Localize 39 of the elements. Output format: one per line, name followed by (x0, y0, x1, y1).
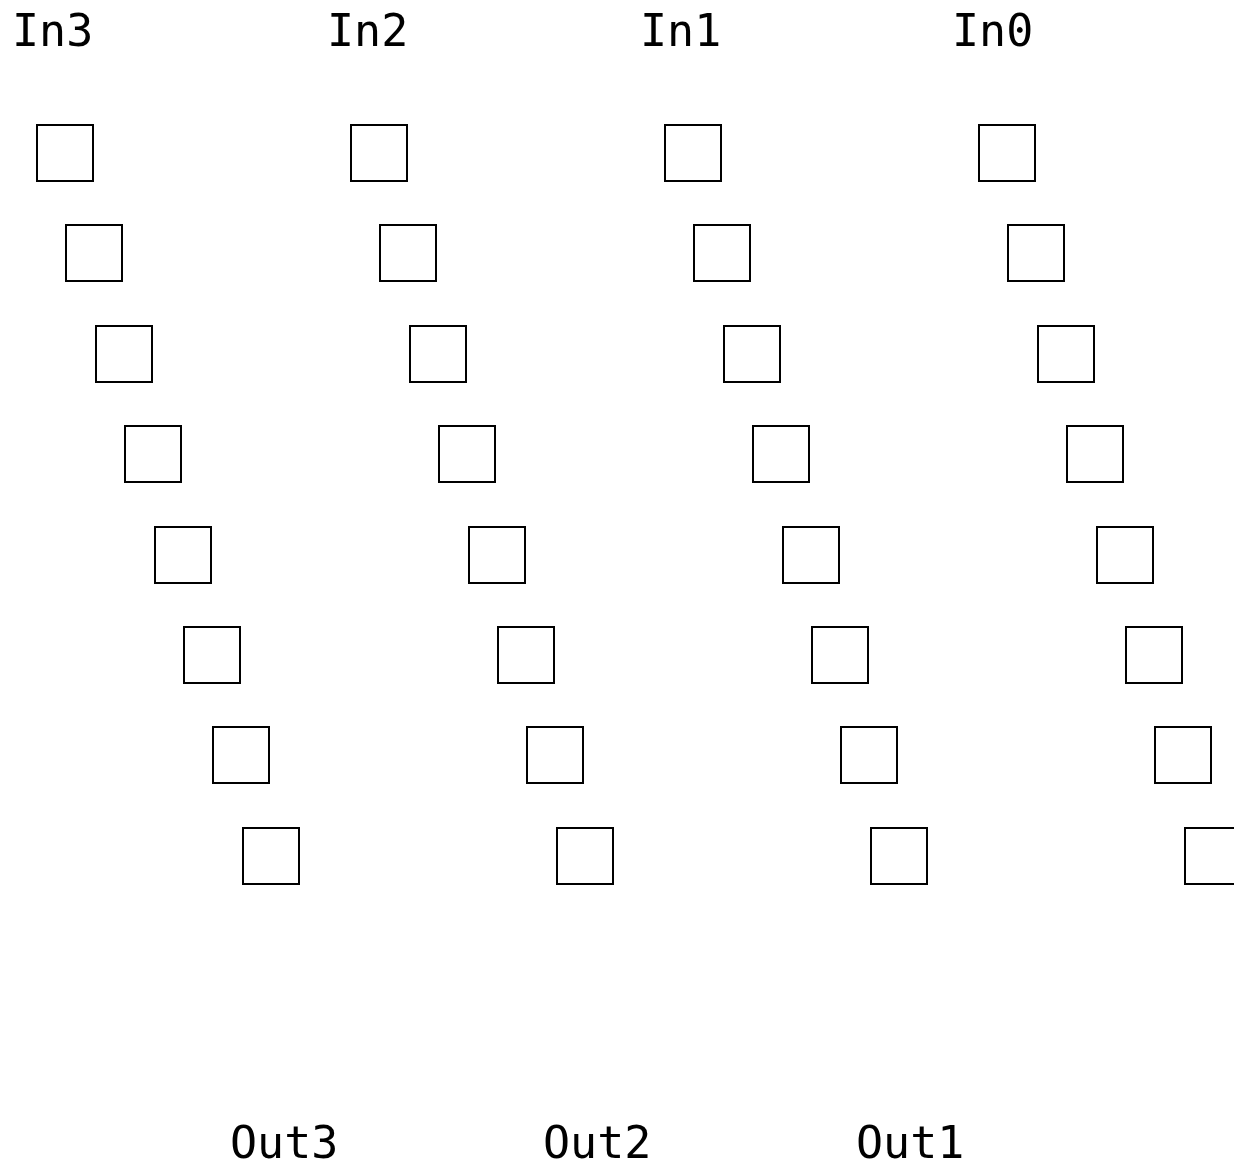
empty-square (241, 826, 300, 885)
port-label: In2 (327, 8, 409, 53)
empty-square (1125, 626, 1183, 684)
empty-square (1095, 525, 1154, 584)
port-label: In1 (640, 8, 722, 53)
empty-square (840, 726, 899, 785)
empty-square (408, 324, 467, 383)
empty-square (65, 224, 124, 283)
empty-square (438, 425, 497, 484)
port-label: In3 (12, 8, 94, 53)
empty-square (526, 726, 585, 785)
empty-square (1036, 324, 1095, 383)
empty-square (124, 425, 183, 484)
port-label: Out3 (230, 1120, 339, 1165)
empty-square (781, 525, 840, 584)
empty-square (1066, 425, 1125, 484)
empty-square (183, 626, 241, 684)
empty-square (36, 124, 94, 182)
empty-square (555, 826, 614, 885)
empty-square (1007, 224, 1066, 283)
empty-square (722, 324, 781, 383)
empty-square (664, 124, 722, 182)
empty-square (811, 626, 869, 684)
empty-square (1183, 826, 1234, 885)
empty-square (693, 224, 752, 283)
empty-square (153, 525, 212, 584)
empty-square (752, 425, 811, 484)
empty-square (467, 525, 526, 584)
empty-square (497, 626, 555, 684)
empty-square (379, 224, 438, 283)
empty-square (212, 726, 271, 785)
empty-square (350, 124, 408, 182)
port-label: Out1 (856, 1120, 965, 1165)
empty-square (978, 124, 1036, 182)
port-label: In0 (952, 8, 1034, 53)
empty-square (869, 826, 928, 885)
empty-square (94, 324, 153, 383)
empty-square (1154, 726, 1213, 785)
port-label: Out2 (543, 1120, 652, 1165)
